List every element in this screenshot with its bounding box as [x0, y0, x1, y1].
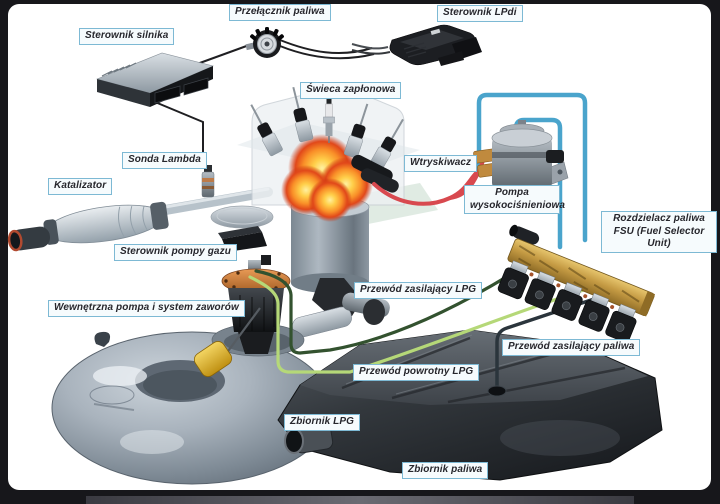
lpg-return-line-light-green — [248, 275, 598, 374]
pump-fsu-blue-outer — [476, 92, 588, 243]
lpg-tank — [51, 323, 333, 485]
label-lpdi-controller: Sterownik LPdi — [437, 5, 523, 22]
exhaust-system — [7, 187, 273, 252]
lpdi-controller — [351, 24, 482, 66]
label-spark-plug: Świeca zapłonowa — [300, 82, 402, 99]
fuel-lines — [248, 266, 598, 397]
fuel-switch-dial — [245, 27, 284, 58]
label-lambda-sensor: Sonda Lambda — [122, 152, 207, 169]
label-injector: Wtryskiwacz — [404, 155, 478, 172]
label-petrol-supply-line: Przewód zasilający paliwa — [502, 339, 641, 356]
label-engine-controller: Sterownik silnika — [79, 28, 175, 45]
label-lpg-supply-line: Przewód zasilający LPG — [354, 282, 483, 299]
label-high-pressure-pump: Pompa wysokociśnieniowa — [464, 185, 565, 214]
label-gas-pump-controller: Sterownik pompy gazu — [114, 244, 237, 261]
injector-nozzle — [351, 154, 399, 193]
frame-bottom-strip — [86, 496, 634, 504]
label-catalytic-converter: Katalizator — [48, 178, 113, 195]
wire-switch-to-lpdi — [279, 39, 373, 54]
internal-pump-module — [193, 255, 291, 377]
exhaust-tip — [7, 226, 51, 252]
crankshaft — [292, 278, 390, 338]
label-fuel-selector-unit: Rozdzielacz paliwa FSU (Fuel Selector Un… — [601, 211, 717, 253]
label-lpg-return-line: Przewód powrotny LPG — [353, 364, 480, 381]
engine-ecu — [96, 52, 214, 107]
lpg-supply-line-dark-green — [254, 266, 523, 355]
petrol-supply-line — [495, 297, 596, 393]
wire-switch-to-lpdi-2 — [279, 45, 375, 60]
label-lpg-tank: Zbiornik LPG — [284, 414, 360, 431]
label-internal-pump-valves: Wewnętrzna pompa i system zaworów — [48, 300, 245, 317]
wire-ecu-to-switch — [196, 43, 253, 65]
label-petrol-tank: Zbiornik paliwa — [402, 462, 489, 479]
label-fuel-switch: Przełącznik paliwa — [229, 4, 331, 21]
fuel-selector-unit — [497, 224, 656, 343]
catalytic-converter — [43, 201, 169, 245]
combustion-fire — [281, 134, 373, 222]
spark-plug-labeled — [323, 97, 335, 143]
lambda-sensor — [201, 165, 215, 198]
fsu-injectors — [497, 260, 637, 343]
